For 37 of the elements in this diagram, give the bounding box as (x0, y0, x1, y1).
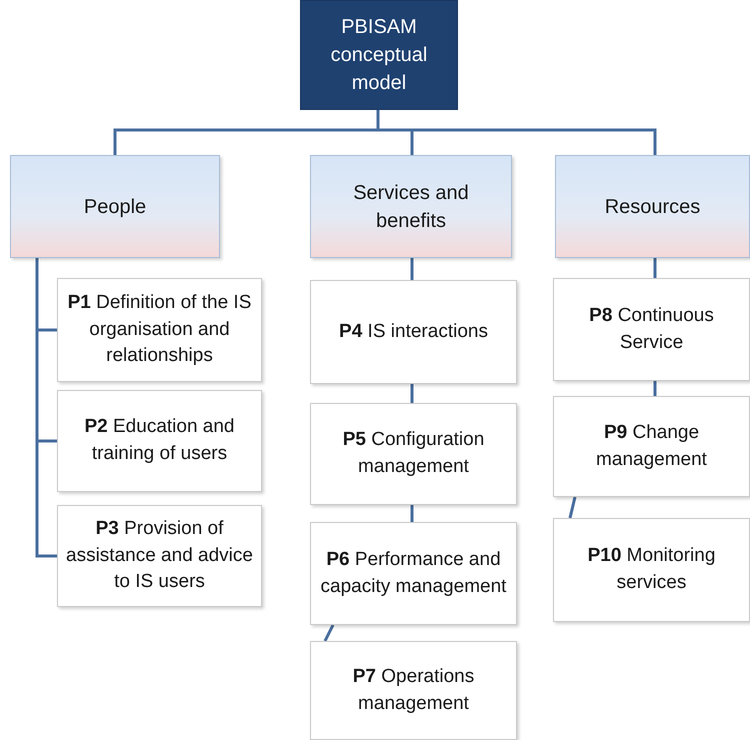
process-box (310, 403, 517, 505)
category-box (555, 155, 750, 258)
process-box (57, 278, 262, 382)
box-label: Services and benefits (352, 180, 470, 234)
category-box (10, 155, 220, 258)
process-box (553, 396, 750, 497)
box-label: P10 Monitoring services (586, 544, 716, 595)
box-label: P9 Change management (595, 420, 708, 472)
process-box (57, 505, 262, 607)
process-box (310, 522, 517, 625)
box-label: PBISAM conceptual model (330, 15, 428, 96)
connector-line (376, 110, 656, 155)
process-box (310, 641, 517, 740)
box-label: Resources (604, 194, 700, 220)
connector-line (324, 624, 334, 642)
box-label: P1 Definition of the IS organisation and relationships (66, 291, 252, 368)
connector-line (654, 381, 656, 396)
connector-line (654, 258, 656, 278)
process-box (553, 518, 750, 622)
box-label: P8 Continuous Service (588, 304, 715, 354)
process-box (57, 390, 262, 492)
box-label: P2 Education and training of users (83, 415, 236, 466)
connector-line (410, 505, 414, 522)
category-box (310, 155, 512, 258)
box-label: P5 Configuration management (342, 428, 486, 479)
process-box (310, 280, 517, 384)
box-label: P6 Performance and capacity management (320, 548, 508, 598)
connector-line (36, 258, 57, 558)
connector-line (568, 496, 576, 518)
box-label: P7 Operations management (352, 664, 476, 716)
connector-line (410, 384, 414, 403)
process-box (553, 278, 750, 381)
connector-line (410, 258, 414, 280)
box-label: P4 IS interactions (339, 320, 488, 344)
title-box (300, 0, 458, 110)
box-label: People (84, 194, 146, 220)
box-label: P3 Provision of assistance and advice to IS users (66, 517, 253, 594)
